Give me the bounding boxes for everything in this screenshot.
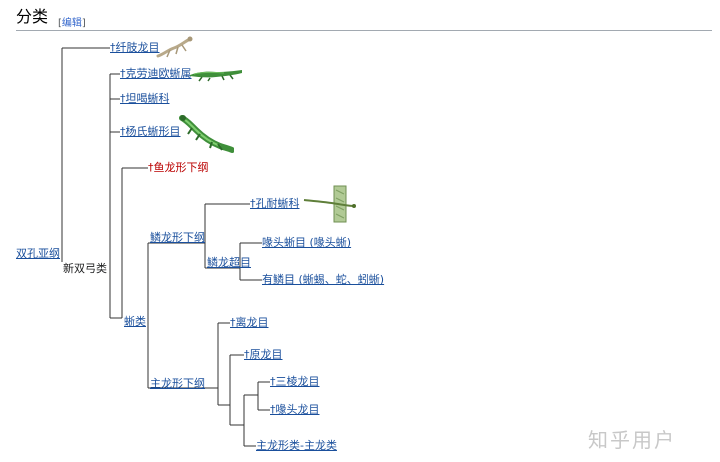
gliding-reptile-icon [303,185,356,223]
node-younginiformes[interactable]: †杨氏蜥形目 [120,125,181,138]
node-claudiosaurus[interactable]: †克劳迪欧蜥属 [120,67,192,80]
node-choristodera[interactable]: †离龙目 [230,316,269,329]
node-araeoscelidia[interactable]: †纤肢龙目 [110,41,160,54]
edit-link[interactable]: 编辑 [61,18,82,29]
edit-section: [编辑] [58,18,86,29]
node-diapsida[interactable]: 双孔亚纲 [16,247,60,260]
node-neodiapsida: 新双弓类 [63,262,107,275]
node-prolacertiformes[interactable]: †原龙目 [244,348,283,361]
node-sauria[interactable]: 蜥类 [124,315,146,328]
node-lepidosauromorpha[interactable]: 鳞龙形下纲 [150,231,205,244]
younginiform-reptile-icon [179,115,234,153]
section-title: 分类 [16,7,49,26]
araeoscelid-fossil-icon [156,36,193,58]
node-tangasauridae[interactable]: †坦喝蜥科 [120,92,170,105]
node-ichthyosauria[interactable]: †鱼龙形下纲 [148,161,209,174]
node-lepidosauria[interactable]: 鳞龙超目 [207,256,251,269]
node-rhynchosauria[interactable]: †喙头龙目 [270,403,320,416]
watermark: 知乎用户 [588,428,676,452]
section-heading: 分类 [编辑] [16,8,712,31]
node-squamata[interactable]: 有鳞目 (蜥蜴、蛇、蚓蜥) [262,273,385,286]
node-archosauriformes[interactable]: 主龙形类-主龙类 [256,439,337,452]
node-kuehneosauridae[interactable]: †孔耐蜥科 [250,197,300,210]
node-archosauromorpha[interactable]: 主龙形下纲 [150,377,205,390]
crocodile-like-reptile-icon [190,70,242,82]
node-trilophosauria[interactable]: †三棱龙目 [270,375,320,388]
node-sphenodontia[interactable]: 喙头蜥目 (喙头蜥) [262,236,352,249]
